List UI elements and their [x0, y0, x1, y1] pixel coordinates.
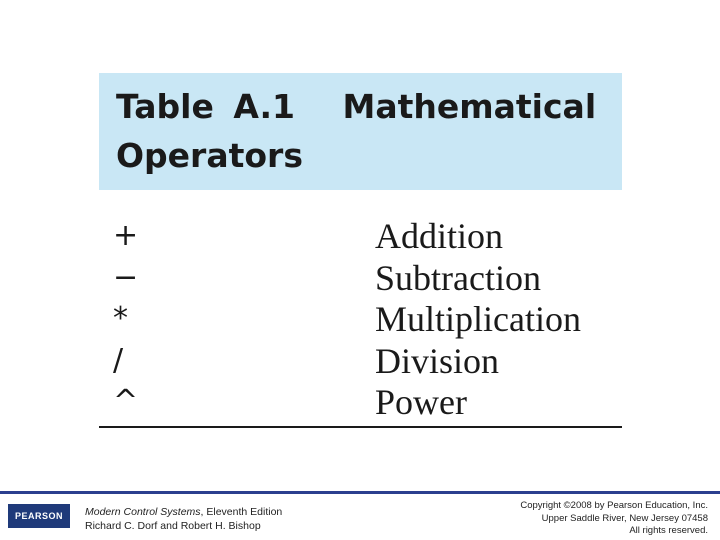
- table-title-line-1-text: Mathematical: [342, 87, 597, 126]
- book-edition: , Eleventh Edition: [200, 506, 283, 518]
- pearson-logo: PEARSON: [8, 504, 70, 528]
- book-title: Modern Control Systems: [85, 506, 201, 518]
- table-title: Table A.1 Mathematical Operators: [116, 82, 616, 180]
- table-row: + Addition: [99, 215, 622, 257]
- table-number: A.1: [233, 87, 295, 126]
- operator-name: Division: [375, 340, 500, 381]
- table-title-line-1: Table A.1 Mathematical: [116, 82, 616, 131]
- operator-symbol: /: [113, 342, 124, 378]
- copyright-line: Copyright ©2008 by Pearson Education, In…: [520, 500, 708, 511]
- operator-name: Multiplication: [375, 299, 581, 339]
- operator-symbol: *: [113, 301, 128, 336]
- operator-symbol: ^: [113, 384, 139, 419]
- operator-name: Addition: [375, 216, 504, 256]
- footer-copyright: Copyright ©2008 by Pearson Education, In…: [448, 500, 708, 538]
- table-row: / Division: [99, 340, 622, 382]
- footer-book-info: Modern Control Systems, Eleventh Edition…: [85, 505, 282, 533]
- operator-symbol: +: [113, 218, 139, 253]
- table-title-background: [99, 73, 622, 190]
- table-row: ^ Power: [99, 381, 622, 423]
- operator-name: Power: [375, 382, 467, 422]
- footer-book-line: Modern Control Systems, Eleventh Edition: [85, 505, 282, 519]
- operator-name: Subtraction: [375, 257, 541, 298]
- footer-divider: [0, 491, 720, 494]
- operator-symbol: −: [113, 259, 139, 295]
- rights-line: All rights reserved.: [629, 525, 708, 536]
- table-row: * Multiplication: [99, 298, 622, 340]
- table-row: − Subtraction: [99, 257, 622, 299]
- table-bottom-rule: [99, 426, 622, 428]
- operators-table: + Addition − Subtraction * Multiplicatio…: [99, 215, 622, 423]
- address-line: Upper Saddle River, New Jersey 07458: [541, 512, 708, 524]
- table-title-line-2: Operators: [116, 136, 303, 175]
- table-label: Table: [116, 87, 214, 126]
- book-authors: Richard C. Dorf and Robert H. Bishop: [85, 520, 261, 532]
